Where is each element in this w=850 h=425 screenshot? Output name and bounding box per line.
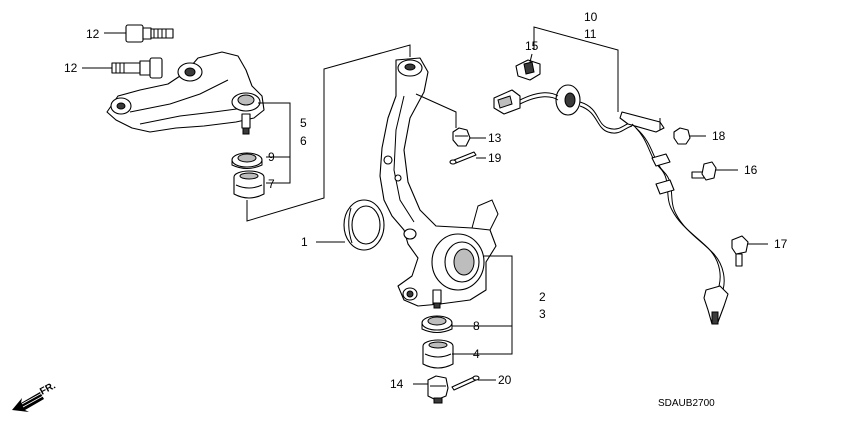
- cotter-pin-20: [451, 375, 480, 391]
- callout-13: 13: [488, 131, 502, 145]
- callout-10: 10: [584, 10, 598, 24]
- diagram-code: SDAUB2700: [658, 398, 715, 409]
- nut-14: [427, 375, 449, 404]
- callout-4: 4: [473, 347, 480, 361]
- callout-5: 5: [300, 116, 307, 130]
- callout-7: 7: [268, 177, 275, 191]
- callout-6: 6: [300, 134, 307, 148]
- callout-16: 16: [744, 163, 758, 177]
- seal-8: [421, 315, 453, 333]
- callout-12-lower: 12: [64, 61, 78, 75]
- nut-13: [452, 127, 471, 147]
- cotter-pin-19: [449, 151, 477, 165]
- dust-shield-1: [343, 199, 385, 251]
- callout-17: 17: [774, 237, 788, 251]
- sensor-harness: [493, 59, 729, 325]
- callout-12-upper: 12: [86, 27, 100, 41]
- front-direction-arrow-icon: [12, 392, 44, 412]
- seal-9: [231, 152, 263, 169]
- bolt-12-lower: [82, 57, 163, 79]
- bolt-17: [731, 235, 749, 267]
- front-direction-label: FR.: [38, 380, 58, 397]
- callout-8: 8: [473, 319, 480, 333]
- bolt-16: [691, 161, 717, 181]
- upper-control-arm: [106, 51, 265, 133]
- boot-4: [422, 339, 454, 369]
- callout-9: 9: [268, 150, 275, 164]
- callout-11: 11: [584, 27, 597, 41]
- upper-ball-joint-stud: [241, 113, 251, 135]
- callout-19: 19: [488, 151, 502, 165]
- lower-ball-joint-stud: [432, 289, 442, 309]
- callout-15: 15: [525, 39, 539, 53]
- boot-7: [233, 170, 265, 199]
- steering-knuckle: [379, 57, 499, 307]
- bolt-12-upper: [104, 24, 174, 43]
- callout-2: 2: [539, 290, 546, 304]
- nut-18: [673, 127, 691, 145]
- callout-20: 20: [498, 373, 512, 387]
- callout-1: 1: [301, 235, 308, 249]
- callout-14: 14: [390, 377, 404, 391]
- callout-3: 3: [539, 307, 546, 321]
- callout-18: 18: [712, 129, 726, 143]
